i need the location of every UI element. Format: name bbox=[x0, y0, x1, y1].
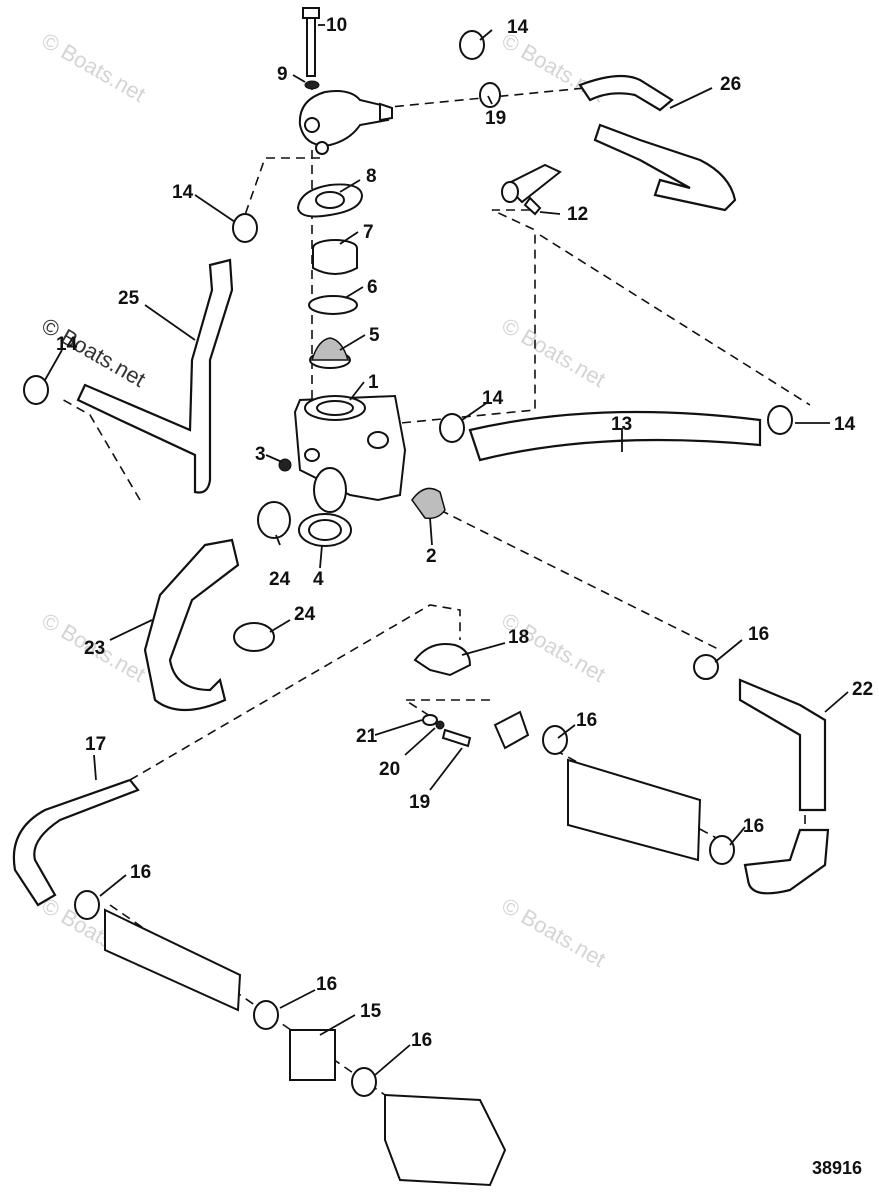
plug-part-2 bbox=[411, 487, 446, 520]
washer-part-9 bbox=[304, 80, 320, 90]
hose-part-15 bbox=[289, 1029, 336, 1081]
callout-16: 16 bbox=[576, 710, 597, 731]
callout-14: 14 bbox=[834, 414, 856, 435]
dash-plug-to-hose22 bbox=[439, 509, 721, 651]
callout-23: 23 bbox=[84, 638, 105, 659]
callout-1: 1 bbox=[368, 372, 379, 393]
dash-housing-to-clamp bbox=[244, 157, 320, 216]
spacer bbox=[493, 710, 530, 750]
thermostat-cover bbox=[298, 90, 393, 155]
hose-part-17 bbox=[12, 778, 140, 907]
tee-fitting-part-12 bbox=[501, 163, 562, 216]
hose-part-23 bbox=[143, 538, 240, 711]
callout-8: 8 bbox=[366, 166, 377, 187]
callout-16: 16 bbox=[316, 974, 337, 995]
callout-20: 20 bbox=[379, 759, 400, 780]
clamp-part-16 bbox=[709, 835, 735, 865]
hose-part-25 bbox=[578, 74, 737, 212]
watermark: © Boats.net bbox=[498, 893, 610, 972]
callout-25: 26 bbox=[720, 74, 741, 95]
dash-clamp-26 bbox=[59, 397, 141, 501]
washer-part-20 bbox=[435, 720, 445, 730]
dash-hose17-to-bracket bbox=[129, 604, 461, 781]
callout-7: 7 bbox=[363, 222, 374, 243]
clamp-part-19 bbox=[479, 82, 501, 108]
hose-part-26 bbox=[76, 258, 234, 494]
watermark: © Boats.net bbox=[498, 313, 610, 392]
leader-lines bbox=[44, 24, 849, 1076]
callout-24: 24 bbox=[294, 604, 316, 625]
callout-24: 24 bbox=[269, 569, 291, 590]
clamp-part-14 bbox=[439, 413, 465, 443]
callout-15: 15 bbox=[360, 1001, 382, 1022]
screw-part-19 bbox=[441, 728, 472, 748]
callout-5: 5 bbox=[369, 325, 380, 346]
hose-fitting-lower bbox=[104, 908, 242, 1012]
dash-bracket-washers bbox=[402, 699, 490, 717]
hose-clamps bbox=[23, 30, 793, 1097]
clamp-part-16 bbox=[542, 725, 568, 755]
callout-10: 10 bbox=[326, 15, 347, 36]
callout-9: 9 bbox=[277, 64, 288, 85]
watermark-dark: © Boats.net bbox=[38, 313, 150, 392]
clamp-part-16 bbox=[351, 1067, 377, 1097]
clamp-part-14 bbox=[232, 213, 258, 243]
callout-16: 16 bbox=[411, 1030, 432, 1051]
dash-lower-line bbox=[109, 904, 386, 1096]
clamp-part-16 bbox=[253, 1000, 279, 1030]
bracket-part-18 bbox=[413, 643, 472, 677]
callout-16: 16 bbox=[748, 624, 769, 645]
clamp-part-14 bbox=[23, 375, 49, 405]
dash-tee-to-clamp bbox=[539, 234, 811, 406]
dash-housing-to-hose25 bbox=[379, 87, 586, 109]
callout-16: 16 bbox=[130, 862, 151, 883]
callout-13: 13 bbox=[611, 414, 632, 435]
gasket-part-8 bbox=[296, 183, 364, 218]
callout-12: 12 bbox=[567, 204, 588, 225]
callout-14: 14 bbox=[56, 334, 78, 355]
callout-16: 16 bbox=[743, 816, 764, 837]
clamp-part-24 bbox=[233, 622, 275, 652]
diagram-part-number: 38916 bbox=[812, 1158, 862, 1178]
clamp-part-24 bbox=[257, 501, 291, 539]
callout-21: 21 bbox=[356, 726, 378, 747]
thermostat-part-5 bbox=[309, 337, 351, 369]
hose-part-22 bbox=[738, 678, 830, 895]
seal-ring-part-6 bbox=[308, 295, 358, 315]
callout-14: 14 bbox=[482, 388, 504, 409]
callout-14: 14 bbox=[507, 17, 529, 38]
dash-tee-to-housing bbox=[379, 209, 536, 426]
gasket-part-4 bbox=[298, 513, 352, 547]
callout-19: 19 bbox=[485, 108, 506, 129]
pump-assembly bbox=[384, 1093, 507, 1187]
bolt-part-10 bbox=[302, 7, 320, 77]
clamp-part-16 bbox=[74, 890, 100, 920]
watermark: © Boats.net bbox=[38, 28, 150, 107]
clamp-part-14 bbox=[767, 405, 793, 435]
hose-fitting-right bbox=[567, 758, 702, 862]
callout-19: 19 bbox=[409, 792, 430, 813]
callout-17: 17 bbox=[85, 734, 106, 755]
thermostat-housing-part-1 bbox=[293, 394, 407, 513]
washer-part-21 bbox=[422, 714, 438, 726]
sleeve-part-7 bbox=[312, 239, 358, 275]
clamp-part-16 bbox=[693, 654, 719, 680]
callout-14: 14 bbox=[172, 182, 194, 203]
hose-part-13 bbox=[468, 410, 762, 462]
callout-22: 22 bbox=[852, 679, 873, 700]
callout-2: 2 bbox=[426, 546, 437, 567]
callout-3: 3 bbox=[255, 444, 266, 465]
callout-numbers: 10 9 14 26 19 8 14 12 7 6 25 5 14 1 14 1… bbox=[56, 15, 873, 1051]
callout-6: 6 bbox=[367, 277, 378, 298]
clamp-part-14 bbox=[459, 30, 485, 60]
callout-4: 4 bbox=[313, 569, 324, 590]
callout-18: 18 bbox=[508, 627, 529, 648]
callout-26: 25 bbox=[118, 288, 140, 309]
